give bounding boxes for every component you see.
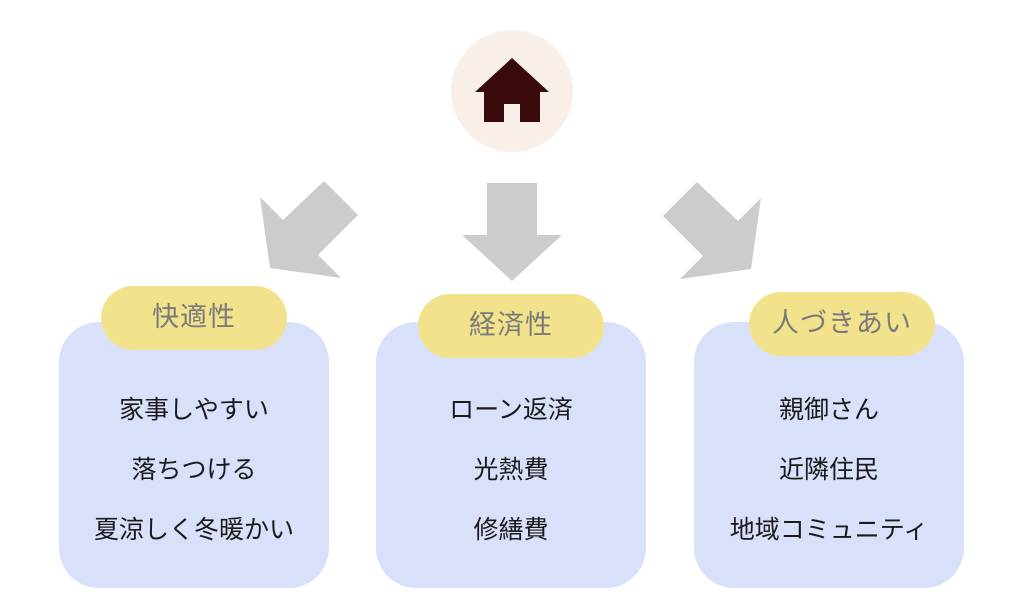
- arrow-down: [462, 183, 562, 281]
- home-icon-circle: [451, 30, 573, 152]
- list-item: 家事しやすい: [119, 395, 269, 424]
- list-item: 修繕費: [473, 515, 549, 544]
- list-item: 近隣住民: [778, 455, 879, 484]
- home-icon: [475, 58, 549, 122]
- list-item: 夏涼しく冬暖かい: [93, 515, 294, 544]
- category-items-list: 家事しやすい 落ちつける 夏涼しく冬暖かい: [59, 386, 329, 566]
- category-card-relationships: 親御さん 近隣住民 地域コミュニティ: [694, 322, 964, 588]
- arrow-down-left: [260, 181, 358, 278]
- category-title-economy: 経済性: [418, 294, 604, 358]
- list-item: 光熱費: [473, 455, 549, 484]
- list-item: ローン返済: [449, 395, 573, 424]
- category-items-list: 親御さん 近隣住民 地域コミュニティ: [694, 386, 964, 566]
- list-item: 親御さん: [778, 395, 879, 424]
- category-items-list: ローン返済 光熱費 修繕費: [376, 386, 646, 566]
- arrow-down-right: [663, 182, 761, 279]
- category-title-relationships: 人づきあい: [749, 292, 935, 356]
- category-card-economy: ローン返済 光熱費 修繕費: [376, 322, 646, 588]
- category-card-comfort: 家事しやすい 落ちつける 夏涼しく冬暖かい: [59, 322, 329, 588]
- category-title-comfort: 快適性: [101, 286, 287, 350]
- list-item: 地域コミュニティ: [729, 515, 929, 544]
- list-item: 落ちつける: [131, 455, 257, 484]
